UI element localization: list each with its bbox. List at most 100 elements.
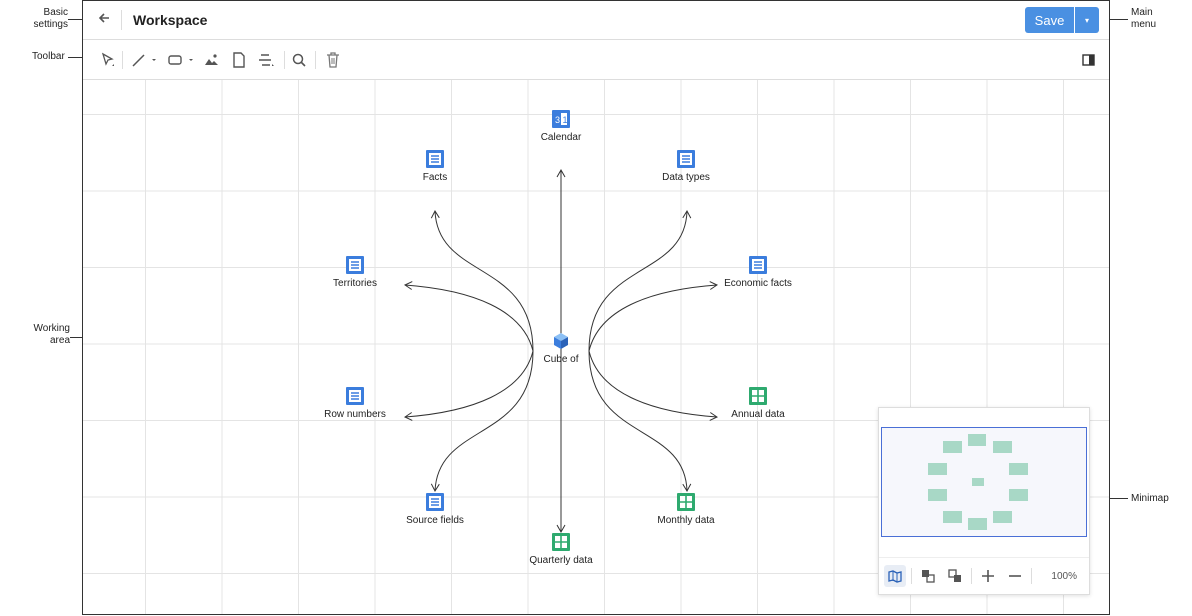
node-monthly-data[interactable]: Monthly data	[639, 493, 733, 526]
links-layer	[403, 168, 719, 534]
minimap-node	[972, 478, 984, 486]
minimap-node	[993, 511, 1012, 523]
node-data-types[interactable]: Data types	[641, 150, 731, 183]
link-territories[interactable]	[403, 281, 534, 352]
svg-text:1: 1	[563, 115, 568, 125]
node-label: Territories	[333, 278, 377, 289]
node-label: Cube of	[543, 354, 579, 365]
minimap-node	[928, 463, 947, 475]
node-label: Row numbers	[324, 409, 386, 420]
page-title: Workspace	[133, 12, 208, 28]
plus-icon	[982, 570, 994, 582]
map-icon	[888, 570, 902, 583]
image-icon	[205, 54, 218, 65]
annotation-line	[68, 57, 85, 58]
send-back-icon	[948, 569, 961, 582]
table-icon	[749, 387, 767, 405]
link-monthly[interactable]	[588, 350, 692, 493]
divider	[971, 568, 972, 584]
save-button[interactable]: Save	[1025, 7, 1074, 33]
minimap-node	[993, 441, 1012, 453]
list-icon	[346, 387, 364, 405]
annotation-line	[68, 19, 85, 20]
link-source-fields[interactable]	[430, 350, 534, 493]
annotation-minimap: Minimap	[1131, 493, 1169, 504]
node-label: Quarterly data	[529, 555, 593, 566]
zoom-level: 100%	[1051, 570, 1077, 582]
link-row-numbers[interactable]	[403, 350, 534, 421]
divider	[122, 51, 123, 69]
minimap-node	[968, 434, 986, 446]
link-facts[interactable]	[430, 209, 534, 352]
minimap-node	[1009, 489, 1028, 501]
shape-tool[interactable]	[167, 52, 197, 68]
node-cube[interactable]: Cube of	[523, 332, 599, 365]
cube-icon	[554, 333, 568, 349]
link-annual[interactable]	[588, 350, 719, 421]
delete-tool[interactable]	[325, 52, 341, 68]
annotation-main-menu: Main menu	[1131, 7, 1157, 30]
map-toggle-button[interactable]	[884, 565, 906, 587]
divider	[1031, 568, 1032, 584]
node-facts[interactable]: Facts	[397, 150, 473, 183]
node-territories[interactable]: Territories	[315, 256, 395, 289]
save-menu-dropdown[interactable]: ▾	[1075, 7, 1099, 33]
minimap-node	[928, 489, 947, 501]
zoom-in-button[interactable]	[977, 565, 999, 587]
zoom-out-button[interactable]	[1004, 565, 1026, 587]
line-tool[interactable]	[131, 52, 159, 68]
node-quarterly-data[interactable]: Quarterly data	[515, 533, 607, 566]
list-icon	[426, 150, 444, 168]
document-tool[interactable]	[231, 52, 247, 68]
table-icon	[677, 493, 695, 511]
align-tool[interactable]	[258, 52, 276, 68]
panel-toggle-button[interactable]	[1081, 52, 1097, 68]
node-row-numbers[interactable]: Row numbers	[315, 387, 395, 420]
list-icon	[749, 256, 767, 274]
search-icon	[292, 53, 306, 67]
svg-text:3: 3	[555, 115, 560, 125]
minimap-viewport[interactable]	[881, 427, 1087, 537]
node-source-fields[interactable]: Source fields	[393, 493, 477, 526]
divider	[121, 10, 122, 30]
image-tool[interactable]	[204, 52, 220, 68]
search-tool[interactable]	[291, 52, 307, 68]
divider	[315, 51, 316, 69]
side-panel-icon	[1082, 54, 1095, 66]
table-icon	[552, 533, 570, 551]
line-icon	[132, 54, 156, 67]
list-icon	[426, 493, 444, 511]
node-economic-facts[interactable]: Economic facts	[711, 256, 805, 289]
app-window: Workspace Save ▾	[82, 0, 1110, 615]
toolbar	[83, 40, 1109, 80]
align-icon	[259, 54, 274, 66]
divider	[284, 51, 285, 69]
minimap-node	[943, 511, 962, 523]
bring-front-icon	[922, 570, 935, 583]
document-icon	[233, 52, 245, 68]
minimap: 100%	[878, 407, 1090, 595]
minimap-controls: 100%	[879, 557, 1089, 594]
node-label: Data types	[662, 172, 710, 183]
minimap-node	[968, 518, 987, 530]
bring-front-button[interactable]	[917, 565, 939, 587]
minimap-node	[1009, 463, 1028, 475]
link-data-types[interactable]	[588, 209, 692, 352]
pointer-icon	[101, 52, 114, 66]
node-label: Monthly data	[657, 515, 715, 526]
trash-icon	[327, 52, 339, 68]
list-icon	[346, 256, 364, 274]
rectangle-icon	[168, 55, 193, 65]
node-label: Economic facts	[724, 278, 792, 289]
send-back-button[interactable]	[944, 565, 966, 587]
node-annual-data[interactable]: Annual data	[717, 387, 799, 420]
list-icon	[677, 150, 695, 168]
link-economic[interactable]	[588, 281, 719, 352]
back-arrow-icon[interactable]	[97, 11, 113, 27]
annotation-working-area: Working area	[33, 323, 71, 346]
select-pointer-tool[interactable]	[99, 52, 117, 68]
node-label: Calendar	[540, 132, 582, 143]
